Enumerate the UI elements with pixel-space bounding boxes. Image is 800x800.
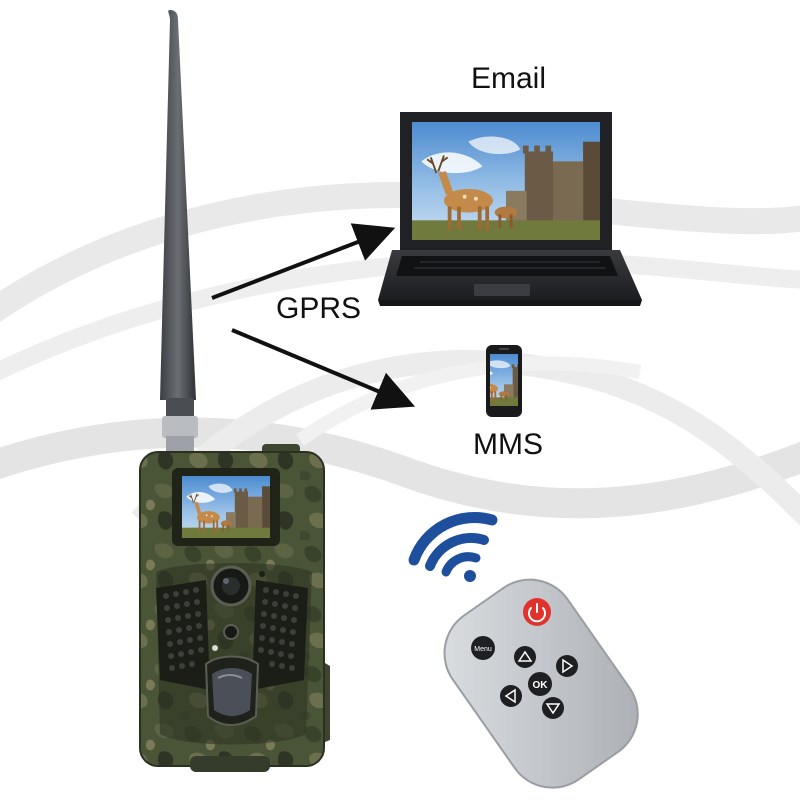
camera-lcd-image [182,476,270,538]
remote-control: Menu OK [443,578,639,789]
menu-button-label: Menu [474,646,492,653]
gprs-label: GPRS [276,292,362,325]
ok-button-label: OK [533,680,549,691]
laptop [378,112,642,306]
mms-label: MMS [473,428,543,461]
ok-button[interactable]: OK [528,672,552,696]
smartphone [486,345,522,417]
power-icon [528,603,546,623]
light-sensor [223,624,239,640]
laptop-screen-image [412,122,600,240]
email-label: Email [471,62,547,95]
arrow-icon [211,223,396,300]
trail-camera [139,444,330,772]
power-button[interactable] [523,598,551,626]
ir-led-array-right [252,580,308,690]
menu-button[interactable]: Menu [471,636,495,660]
arrow-icon [231,328,416,410]
left-button[interactable] [500,685,522,707]
ir-led-array-left [156,580,210,690]
up-button[interactable] [514,646,536,668]
pir-sensor [204,655,260,726]
wifi-signal-icon [408,512,498,582]
laptop-keyboard [396,256,618,276]
down-button[interactable] [542,697,564,719]
antenna [160,10,198,456]
right-button[interactable] [556,655,578,677]
